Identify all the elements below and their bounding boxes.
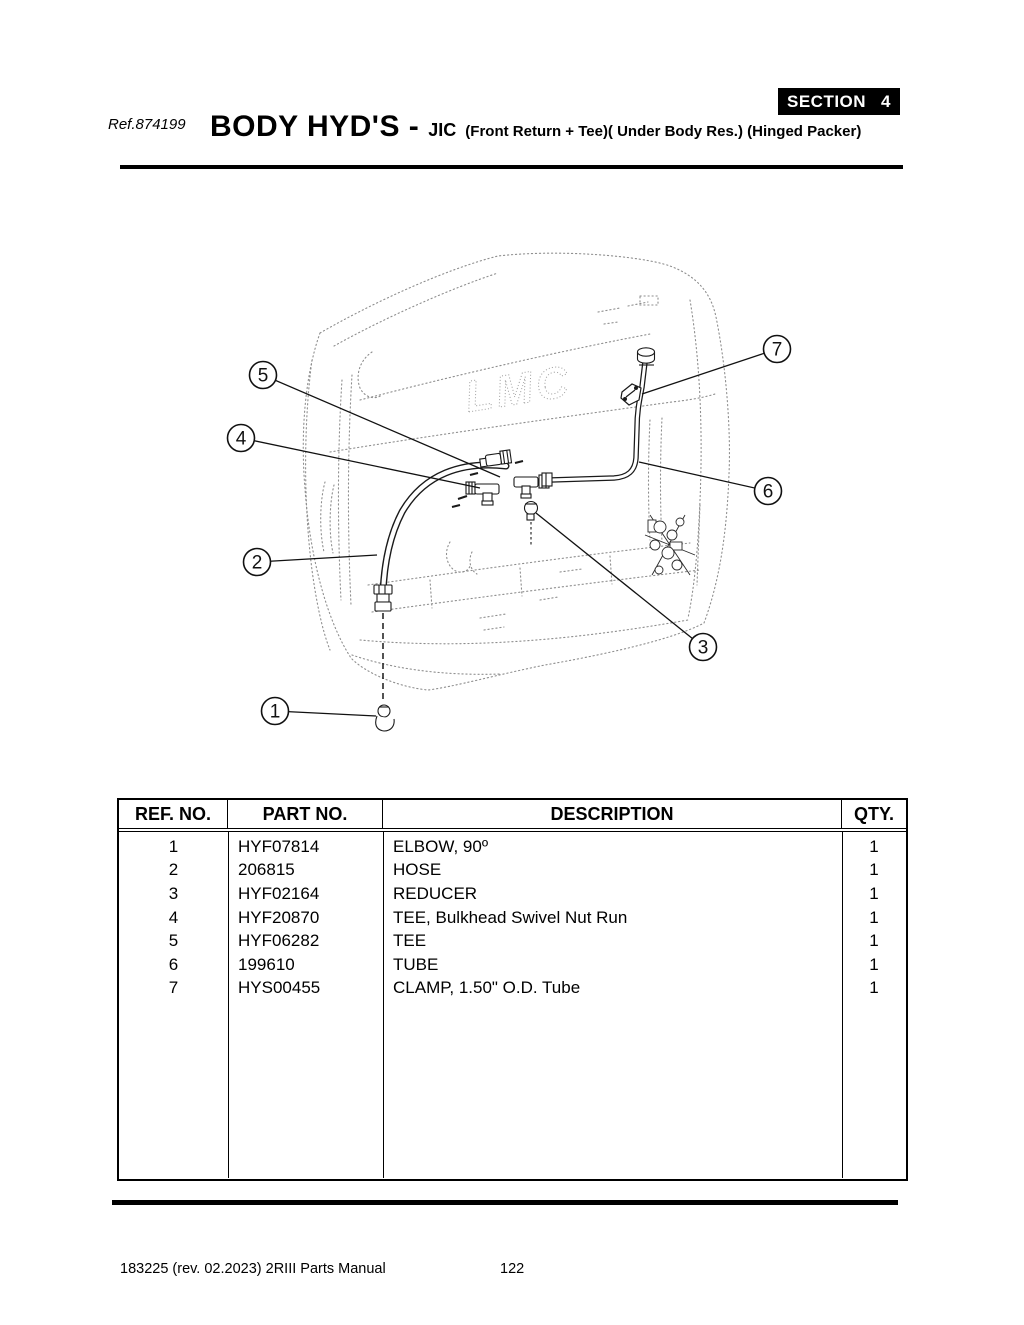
cell-part: 199610 — [238, 954, 295, 974]
cell-qty: 1 — [869, 883, 879, 903]
col-header-ref-no: REF. NO. — [119, 800, 228, 828]
column-divider — [842, 832, 843, 1178]
table-row: 3 HYF02164 REDUCER 1 — [119, 882, 906, 906]
cell-ref: 7 — [168, 978, 179, 998]
valve-cluster-sketch — [644, 514, 696, 576]
svg-text:6: 6 — [763, 482, 774, 503]
hose-part — [373, 461, 510, 700]
column-divider — [383, 832, 384, 1178]
cell-desc: TEE, Bulkhead Swivel Nut Run — [393, 907, 628, 927]
section-number: 4 — [881, 91, 891, 111]
cell-ref: 2 — [168, 860, 179, 880]
callout-2: 2 — [242, 547, 378, 577]
exploded-parts-diagram: LMC — [226, 252, 792, 732]
svg-text:5: 5 — [258, 366, 269, 387]
tee-fittings — [451, 449, 550, 508]
ref-number: Ref.874199 — [108, 116, 186, 133]
cell-qty: 1 — [869, 954, 879, 974]
svg-text:2: 2 — [252, 553, 263, 574]
header-divider — [120, 165, 903, 169]
cell-qty: 1 — [869, 907, 879, 927]
reducer-part — [523, 500, 539, 546]
header-double-rule — [119, 829, 906, 832]
machine-body-sketch — [302, 252, 730, 691]
clamp-part — [620, 383, 642, 406]
footer-document-info: 183225 (rev. 02.2023) 2RIII Parts Manual — [120, 1261, 386, 1277]
cell-ref: 3 — [168, 883, 179, 903]
cell-desc: CLAMP, 1.50" O.D. Tube — [393, 978, 581, 998]
svg-text:4: 4 — [236, 429, 247, 450]
cell-ref: 6 — [168, 954, 179, 974]
callout-5: 5 — [248, 360, 501, 478]
cell-qty: 1 — [869, 860, 879, 880]
table-row: 7 HYS00455 CLAMP, 1.50" O.D. Tube 1 — [119, 977, 906, 1001]
cell-part: HYF02164 — [238, 883, 320, 903]
table-body: 1 HYF07814 ELBOW, 90º 1 2 206815 HOSE 1 3 HYF0216… — [119, 832, 906, 1178]
cell-ref: 4 — [168, 907, 179, 927]
svg-text:7: 7 — [772, 340, 783, 361]
table-row: 4 HYF20870 TEE, Bulkhead Swivel Nut Run 1 — [119, 906, 906, 930]
section-label: SECTION — [787, 91, 867, 111]
cell-qty: 1 — [869, 836, 879, 856]
cell-desc: TUBE — [393, 954, 439, 974]
callout-1: 1 — [260, 696, 377, 726]
footer-page-number: 122 — [500, 1261, 525, 1277]
cell-ref: 1 — [168, 836, 179, 856]
section-badge: SECTION 4 — [778, 88, 900, 115]
col-header-qty: QTY. — [853, 803, 894, 824]
table-row: 6 199610 TUBE 1 — [119, 953, 906, 977]
footer-divider — [112, 1200, 898, 1205]
cell-qty: 1 — [869, 931, 879, 951]
tube-part — [541, 347, 656, 487]
title-detail: (Front Return + Tee)( Under Body Res.) (… — [465, 123, 862, 140]
callout-6: 6 — [638, 461, 783, 506]
brand-logo-sketch: LMC — [462, 357, 576, 422]
table-row: 5 HYF06282 TEE 1 — [119, 929, 906, 953]
cell-part: HYF07814 — [238, 836, 320, 856]
svg-text:1: 1 — [270, 702, 281, 723]
cell-desc: ELBOW, 90º — [393, 836, 489, 856]
cell-part: 206815 — [238, 860, 295, 880]
cell-desc: HOSE — [393, 860, 442, 880]
col-header-description: DESCRIPTION — [383, 800, 842, 828]
table-row: 2 206815 HOSE 1 — [119, 859, 906, 883]
cell-qty: 1 — [869, 978, 879, 998]
callout-3: 3 — [535, 512, 718, 662]
elbow-part — [375, 704, 395, 732]
cell-part: HYS00455 — [238, 978, 321, 998]
cell-part: HYF06282 — [238, 931, 320, 951]
callout-7: 7 — [641, 334, 792, 395]
page-title: BODY HYD'S - JIC (Front Return + Tee)( U… — [210, 110, 930, 144]
cell-desc: REDUCER — [393, 883, 478, 903]
cell-desc: TEE — [393, 931, 427, 951]
table-header-row: REF. NO. PART NO. DESCRIPTION QTY. — [119, 800, 906, 829]
title-jic: JIC — [428, 120, 457, 140]
cell-part: HYF20870 — [238, 907, 320, 927]
cell-ref: 5 — [168, 931, 179, 951]
table-row: 1 HYF07814 ELBOW, 90º 1 — [119, 835, 906, 859]
svg-text:3: 3 — [698, 638, 709, 659]
callout-4: 4 — [226, 423, 481, 489]
column-divider — [228, 832, 229, 1178]
col-header-part-no: PART NO. — [228, 800, 383, 828]
callout-group: 1 2 3 4 5 6 7 — [226, 334, 792, 726]
title-main: BODY HYD'S - — [210, 110, 420, 143]
